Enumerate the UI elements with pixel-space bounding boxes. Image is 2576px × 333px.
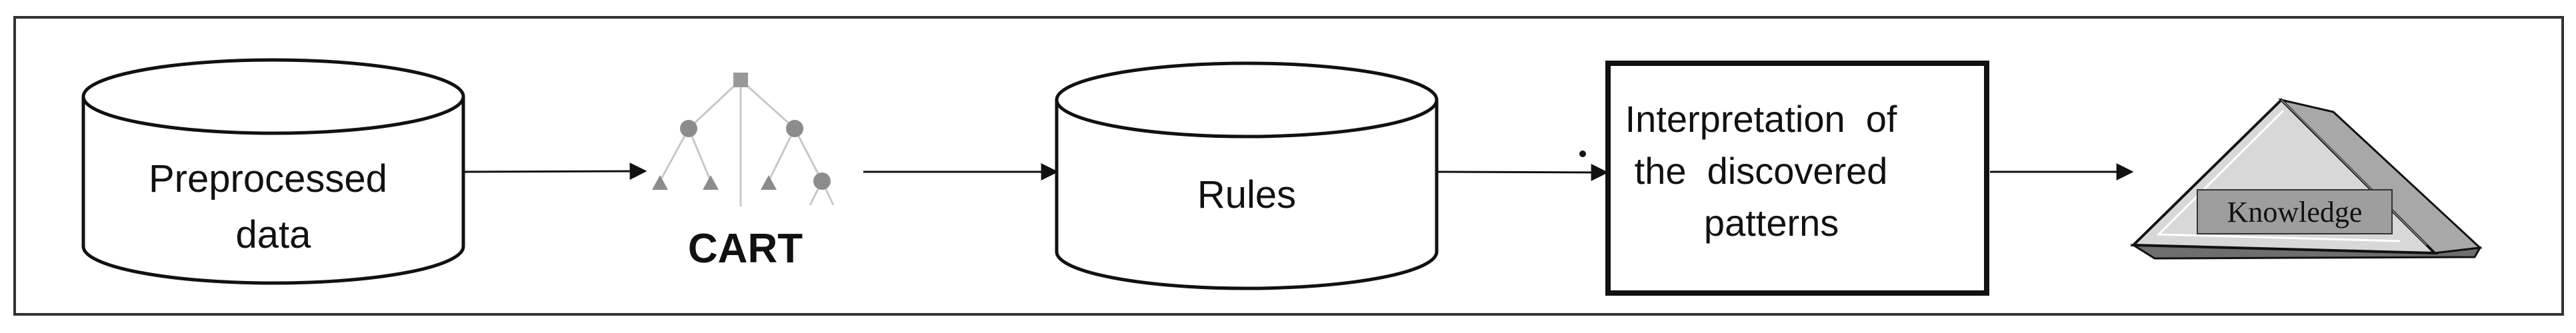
- decision-tree-icon: [652, 73, 835, 206]
- knowledge-label: Knowledge: [2227, 196, 2363, 228]
- interpretation-label: Interpretation of the discovered pattern…: [1625, 98, 1897, 244]
- interpretation-box: Interpretation of the discovered pattern…: [1605, 61, 1989, 296]
- pyramid-icon: Knowledge: [2129, 98, 2483, 260]
- interpretation-line-2: the discovered: [1635, 150, 1888, 192]
- preprocessed-data-cylinder: Preprocessed data: [81, 58, 465, 285]
- stray-dot: [1579, 151, 1586, 157]
- rules-label: Rules: [1197, 173, 1296, 216]
- outer-frame: [13, 16, 2564, 316]
- preprocessed-label-line-2: data: [236, 213, 312, 256]
- interpretation-line-3: patterns: [1704, 202, 1839, 244]
- preprocessed-label-line-1: Preprocessed: [149, 157, 387, 200]
- arrow-preprocessed-to-cart: [464, 163, 647, 180]
- preprocessed-label: Preprocessed data: [149, 157, 398, 256]
- interpretation-line-1: Interpretation of: [1625, 98, 1897, 140]
- cart-label: CART: [688, 226, 803, 272]
- rules-cylinder: Rules: [1055, 61, 1439, 290]
